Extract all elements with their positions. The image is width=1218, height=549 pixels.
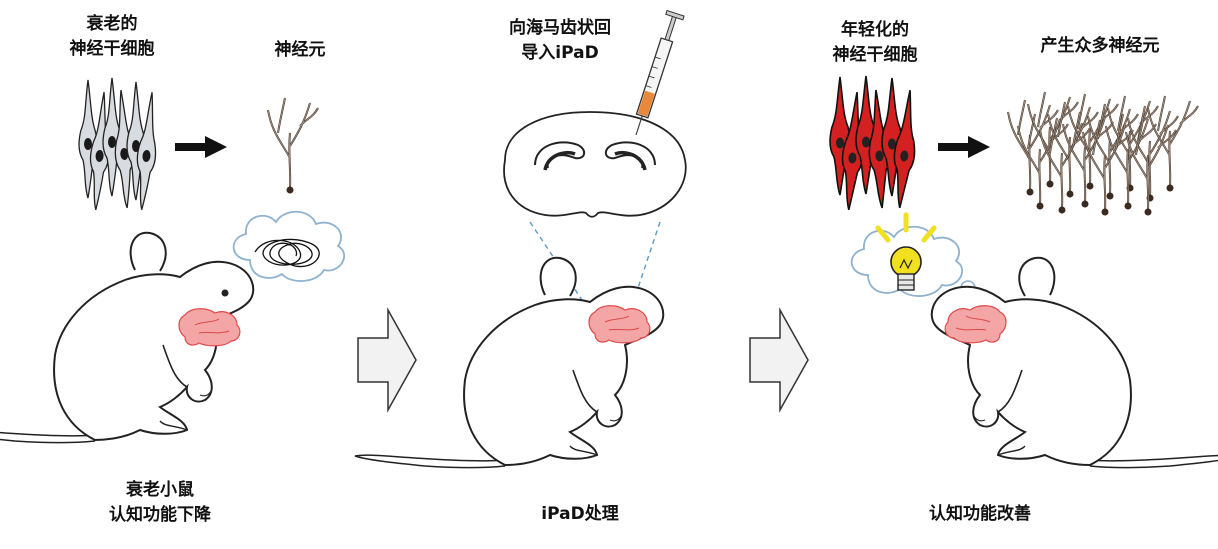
single-neuron (267, 97, 319, 195)
neuron-label: 神经元 (274, 40, 326, 60)
many-neurons (1007, 91, 1199, 217)
differentiation-arrow (175, 136, 227, 158)
syringe-icon (635, 9, 685, 136)
rejuvenated-mouse (930, 256, 1218, 469)
rejuvenated-stem-cells (829, 75, 921, 212)
light-bulb-icon (850, 212, 984, 308)
ipad-treatment-caption: iPaD处理 (541, 504, 619, 524)
cognition-improved-caption: 认知功能改善 (929, 504, 1031, 524)
zoom-line-right (629, 221, 661, 313)
many-neurons-label: 产生众多神经元 (1040, 36, 1160, 56)
injection-label: 向海马齿状回 导入iPaD (509, 18, 611, 63)
aged-stem-cell-label: 衰老的 神经干细胞 (69, 14, 155, 59)
rejuvenated-stem-cell-label: 年轻化的 神经干细胞 (832, 20, 918, 65)
differentiation-arrow (938, 136, 990, 158)
process-arrow-icon (357, 309, 417, 411)
brain-coronal-section (503, 111, 687, 218)
process-arrow-icon (749, 309, 809, 411)
aged-stem-cells (78, 77, 162, 212)
aged-mouse-caption: 衰老小鼠 认知功能下降 (109, 480, 211, 525)
aged-mouse (0, 231, 255, 444)
